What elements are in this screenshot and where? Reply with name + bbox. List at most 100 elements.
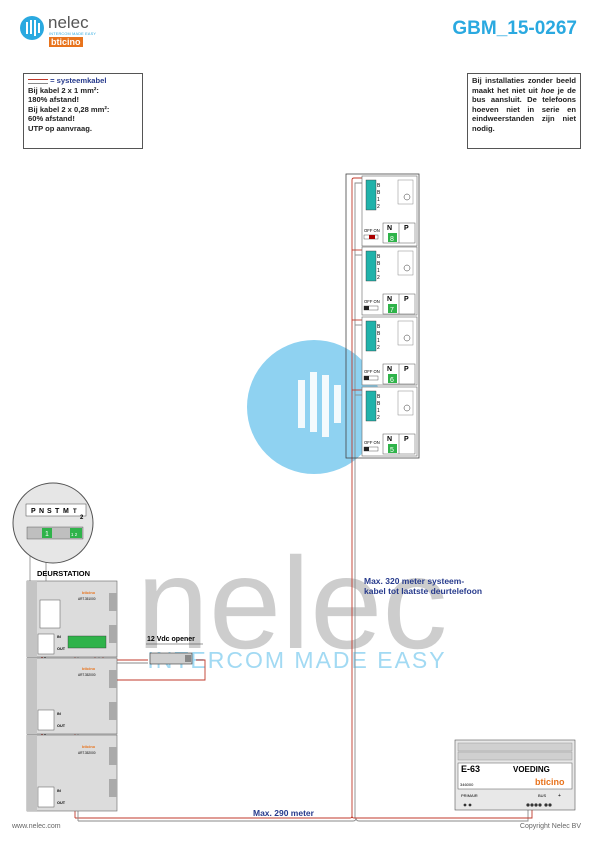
screw-icon: [403, 334, 411, 342]
phone-terminal: 2: [377, 275, 380, 281]
module-brand: bticino: [82, 666, 96, 671]
phone-terminal: B: [377, 394, 381, 400]
module-code: ART.351000: [78, 597, 96, 601]
zoom-terminal: 2: [80, 515, 84, 521]
opener-icon: [149, 652, 193, 665]
phone-terminal: 1: [377, 197, 380, 203]
phone-n-label: N: [387, 296, 392, 303]
note-bus-info: Bij installaties zonder beeld maakt het …: [467, 73, 581, 149]
module-in: IN: [57, 789, 61, 793]
module-in: IN: [57, 712, 61, 716]
phone-unit: B B 1 2 OFF ON N P 5: [361, 386, 418, 457]
screw-icon: [403, 264, 411, 272]
phone-terminal: B: [377, 190, 381, 196]
distance-phones-label: Max. 320 meter systeem- kabel tot laatst…: [364, 576, 482, 596]
door-module: bticino ART.352000 IN OUT: [26, 734, 118, 812]
phone-terminal: B: [377, 261, 381, 267]
watermark: nelec INTERCOM MADE EASY: [137, 340, 448, 676]
zoom-side: 1 2: [71, 532, 78, 537]
psu-model: E-63: [461, 764, 480, 774]
door-module: bticino ART.352000 IN OUT: [26, 657, 118, 735]
phone-n-label: N: [387, 436, 392, 443]
phone-number: 7: [390, 307, 394, 314]
note-bus-emph: hoe: [540, 85, 555, 95]
phone-unit: B B 1 2 OFF ON N P 8: [361, 175, 418, 247]
phone-terminal: B: [377, 183, 381, 189]
phone-switch-label: OFF ON: [364, 369, 380, 374]
phone-terminal: 1: [377, 338, 380, 344]
note-line: UTP op aanvraag.: [28, 123, 93, 133]
module-out: OUT: [57, 801, 66, 805]
watermark-name: nelec: [137, 530, 448, 676]
phone-switch-label: OFF ON: [364, 440, 380, 445]
psu-bus: BUS: [538, 793, 547, 798]
phone-p-label: P: [404, 436, 409, 443]
module-out: OUT: [57, 647, 66, 651]
phone-terminal: 2: [377, 204, 380, 210]
door-module: bticino ART.351000 IN OUT: [26, 580, 118, 658]
zoom-number: 1: [45, 531, 49, 538]
screw-icon: [403, 404, 411, 412]
footer-copyright: Copyright Nelec BV: [519, 823, 581, 830]
psu-primair: PRIMAIR: [461, 793, 478, 798]
module-code: ART.352000: [78, 673, 96, 677]
zoom-terminal: T: [73, 509, 77, 515]
phone-n-label: N: [387, 366, 392, 373]
door-station: DEURSTATION bticino ART.351000 IN OUT bt…: [26, 569, 118, 812]
module-in: IN: [57, 635, 61, 639]
phone-terminal: B: [377, 254, 381, 260]
phone-p-label: P: [404, 366, 409, 373]
note-line: Bij kabel 2 x 0,28 mm²:: [28, 104, 110, 114]
phone-number: 8: [390, 236, 394, 243]
opener-label: 12 Vdc opener: [147, 636, 195, 643]
door-station-title: DEURSTATION: [37, 569, 90, 578]
phone-terminal: B: [377, 401, 381, 407]
cable-legend-icon: [28, 78, 48, 84]
note-legend: = systeemkabel: [50, 76, 107, 85]
distance-phones-line: kabel tot laatste deurtelefoon: [364, 586, 483, 596]
phone-switch-label: OFF ON: [364, 228, 380, 233]
module-out: OUT: [57, 724, 66, 728]
document-title: GBM_15-0267: [452, 18, 577, 39]
zoom-terminal: T: [55, 508, 60, 515]
phone-terminal: 2: [377, 415, 380, 421]
logo-name: nelec: [48, 13, 89, 32]
note-bus-part1: Bij installaties zonder beeld maakt het …: [472, 76, 576, 95]
phone-terminal: 1: [377, 268, 380, 274]
note-legend-row: = systeemkabel: [28, 76, 138, 86]
note-system-cable: = systeemkabel Bij kabel 2 x 1 mm²: 180%…: [23, 73, 143, 149]
phone-n-label: N: [387, 225, 392, 232]
nelec-logo-icon: [20, 16, 44, 40]
phone-unit: B B 1 2 OFF ON N P 6: [361, 316, 418, 386]
module-brand: bticino: [82, 744, 96, 749]
psu-code: 346000: [460, 782, 474, 787]
psu-brand: bticino: [535, 777, 565, 787]
phone-switch-label: OFF ON: [364, 299, 380, 304]
phone-unit: B B 1 2 OFF ON N P 7: [361, 246, 418, 316]
phone-column: B B 1 2 OFF ON N P 8 B B 1 2 OFF ON: [345, 173, 420, 459]
logo-tagline: INTERCOM MADE EASY: [49, 32, 97, 36]
screw-icon: [403, 193, 411, 201]
phone-p-label: P: [404, 296, 409, 303]
phone-number: 5: [390, 447, 394, 454]
note-bus-part2: je de bus aansluit. De telefoons hoeven …: [472, 85, 577, 133]
power-supply: E-63 VOEDING 346000 bticino PRIMAIR BUS …: [454, 739, 576, 811]
phone-terminal: B: [377, 324, 381, 330]
zoom-terminal: P: [31, 508, 36, 515]
footer-website: www.nelec.com: [12, 823, 61, 830]
nelec-logo: nelec INTERCOM MADE EASY bticino: [18, 12, 108, 48]
psu-label: VOEDING: [513, 765, 550, 774]
logo-partner: bticino: [49, 37, 83, 47]
phone-terminal: B: [377, 331, 381, 337]
note-line: Bij kabel 2 x 1 mm²:: [28, 85, 99, 95]
distance-door-label: Max. 290 meter: [253, 808, 314, 818]
zoom-terminal: S: [47, 508, 52, 515]
distance-phones-line: Max. 320 meter systeem-: [364, 576, 465, 586]
module-brand: bticino: [82, 590, 96, 595]
psu-plus: +: [558, 793, 561, 799]
phone-number: 6: [390, 377, 394, 384]
zoom-terminal: M: [63, 508, 69, 515]
note-line: 180% afstand!: [28, 95, 80, 105]
door-opener: 12 Vdc opener: [146, 636, 203, 665]
